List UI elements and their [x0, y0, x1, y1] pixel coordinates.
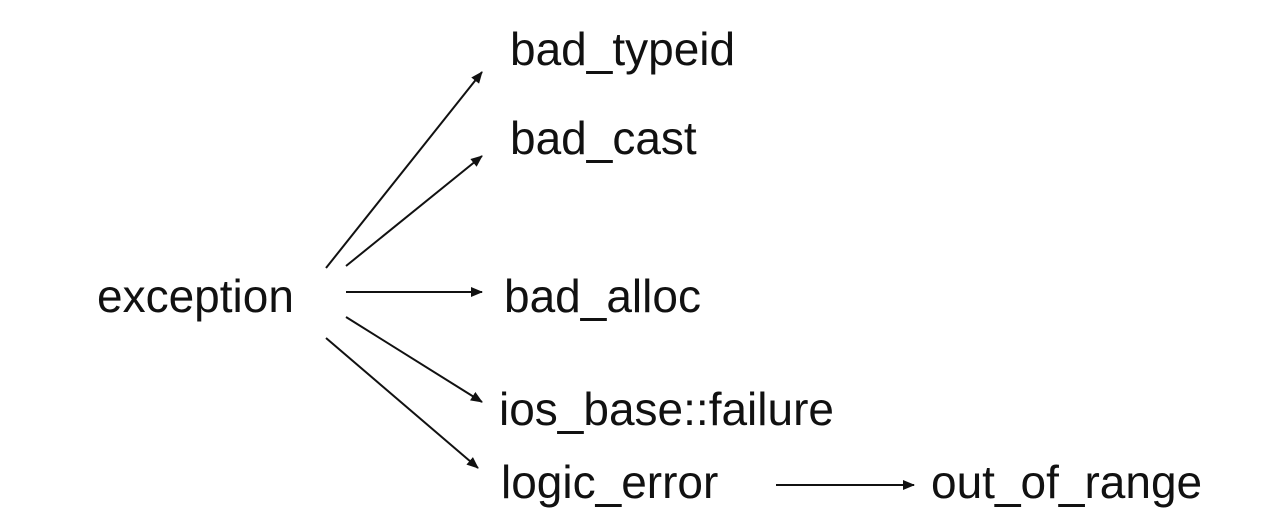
- node-bad-cast: bad_cast: [510, 112, 697, 164]
- edge-exception-to-logic-error: [325, 337, 479, 469]
- node-exception: exception: [97, 270, 294, 322]
- node-bad-typeid: bad_typeid: [510, 23, 736, 75]
- node-ios-base-failure: ios_base::failure: [499, 383, 834, 435]
- edge-exception-to-bad-typeid: [325, 71, 483, 269]
- node-bad-alloc: bad_alloc: [504, 270, 701, 322]
- edge-exception-to-bad-cast: [345, 155, 483, 267]
- edge-exception-to-ios-failure: [345, 316, 483, 403]
- node-out-of-range: out_of_range: [931, 456, 1203, 508]
- node-logic-error: logic_error: [501, 456, 719, 508]
